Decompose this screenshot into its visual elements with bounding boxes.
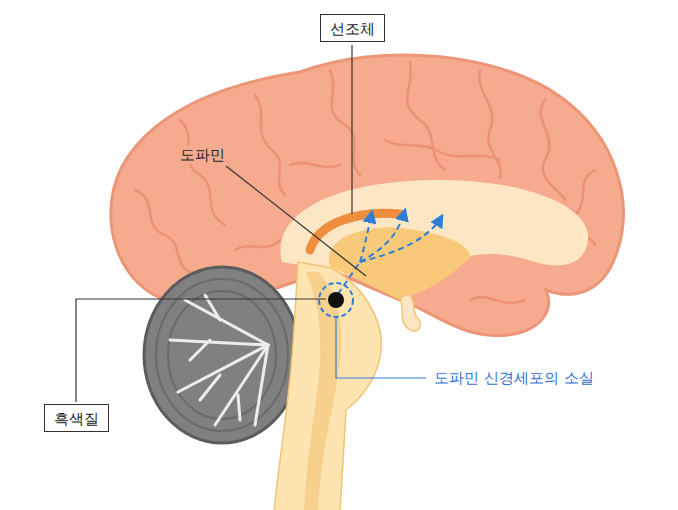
neuron-loss-ring	[319, 283, 353, 317]
leader-lines	[76, 45, 366, 402]
dopamine-label: 도파민	[178, 146, 227, 164]
box-text: 흑색질	[54, 410, 99, 428]
box-text: 선조체	[330, 20, 375, 38]
gyri	[135, 62, 595, 303]
leader-line-blue	[336, 318, 426, 378]
substantia-nigra	[328, 292, 344, 308]
substantia-nigra-label-box: 흑색질	[44, 404, 109, 432]
neuron-loss-label: 도파민 신경세포의 소실	[432, 369, 596, 387]
striatum-label-box: 선조체	[320, 14, 385, 42]
cerebellum	[144, 267, 300, 443]
pituitary	[400, 294, 420, 331]
dopamine-pathway	[338, 210, 442, 294]
